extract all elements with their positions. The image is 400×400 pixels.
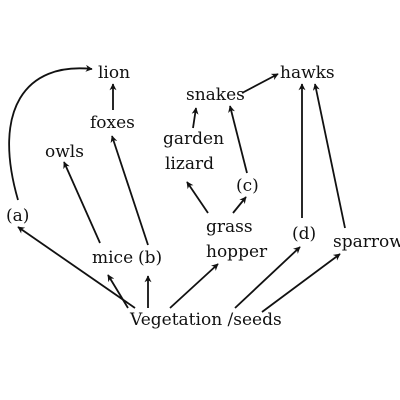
node-mice: mice	[92, 248, 134, 268]
arrow-c-to-snakes	[228, 105, 248, 174]
arrow-vegetation-to-sparrow	[261, 253, 341, 313]
node-grasshopper-line2: hopper	[206, 242, 268, 262]
arrow-snakes-to-hawks	[241, 73, 279, 94]
arrow-vegetation-to-a	[17, 226, 136, 309]
arrow-vegetation-to-mice	[107, 274, 129, 309]
node-garden-lizard-line1: garden	[163, 129, 225, 149]
arrow-b-to-foxes	[110, 135, 149, 246]
label-b: (b)	[138, 248, 163, 268]
arrow-grasshopper-to-lizard	[186, 181, 209, 214]
node-hawks: hawks	[280, 63, 335, 83]
arrow-a-to-lion	[8, 64, 93, 201]
label-a: (a)	[6, 206, 30, 226]
node-foxes: foxes	[90, 113, 135, 133]
arrow-lizard-to-snakes	[191, 107, 199, 129]
node-owls: owls	[45, 142, 84, 162]
node-snakes: snakes	[186, 85, 245, 105]
node-vegetation-seeds: Vegetation /seeds	[130, 310, 282, 330]
node-garden-lizard-line2: lizard	[165, 154, 214, 174]
arrow-vegetation-to-d	[234, 246, 301, 309]
label-d: (d)	[292, 224, 317, 244]
arrow-mice-to-owls	[63, 161, 101, 244]
label-c: (c)	[236, 176, 259, 196]
arrow-grasshopper-to-c	[232, 196, 247, 214]
node-lion: lion	[98, 63, 131, 83]
node-grasshopper-line1: grass	[206, 217, 253, 237]
arrow-vegetation-to-grasshopper	[169, 263, 219, 309]
node-sparrow: sparrow	[333, 232, 400, 252]
arrow-sparrow-to-hawks	[312, 83, 346, 229]
